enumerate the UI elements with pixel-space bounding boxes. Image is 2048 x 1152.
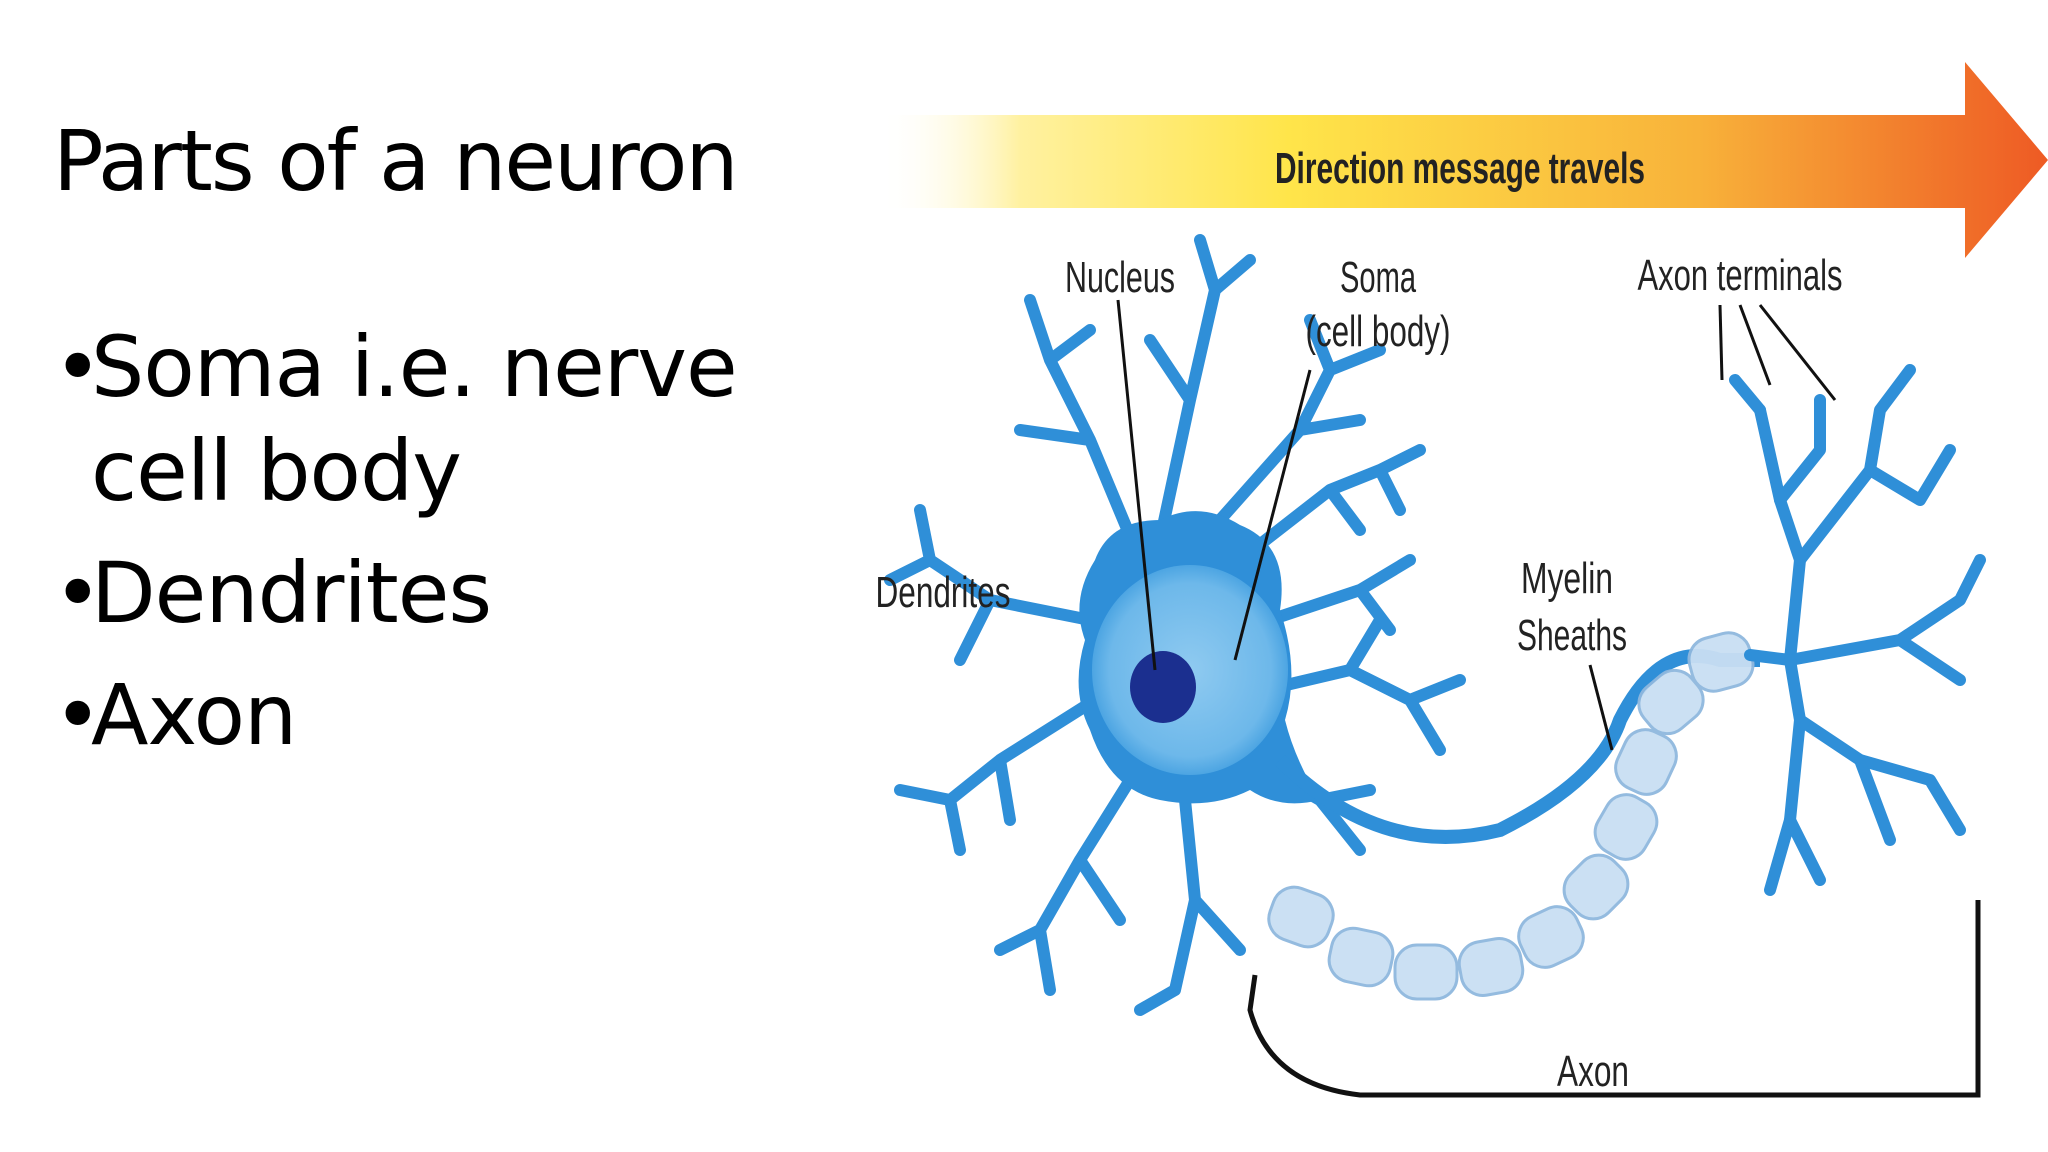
label-axon-terminals: Axon terminals — [1638, 251, 1843, 300]
direction-arrow-shape — [880, 62, 2048, 258]
axon-terminals — [1729, 364, 1986, 896]
bullet-item-axon: • Axon — [53, 663, 853, 767]
bullet-marker: • — [53, 666, 103, 764]
bullet-item-dendrites: • Dendrites — [53, 541, 853, 645]
label-soma: Soma — [1340, 253, 1416, 302]
label-sheaths: Sheaths — [1517, 611, 1627, 660]
leader-lines — [1116, 299, 1837, 751]
label-myelin: Myelin — [1521, 554, 1613, 603]
bullet-item-soma: • Soma i.e. nerve cell body — [53, 315, 853, 523]
bullet-text: Axon — [91, 666, 297, 764]
bullet-text: Dendrites — [91, 544, 492, 642]
myelin-sheaths — [1267, 631, 1755, 1001]
nucleus — [1130, 651, 1196, 723]
direction-arrow-label: Direction message travels — [1275, 144, 1645, 193]
axon-bracket — [1247, 900, 1981, 1098]
direction-arrow: Direction message travels — [880, 62, 2048, 258]
slide-title: Parts of a neuron — [53, 112, 739, 210]
bullet-marker: • — [53, 544, 103, 642]
label-soma-cell-body: (cell body) — [1306, 307, 1451, 356]
label-nucleus: Nucleus — [1065, 253, 1175, 302]
label-axon: Axon — [1557, 1047, 1629, 1096]
bullet-marker: • — [53, 318, 103, 416]
axon-core — [1275, 649, 1760, 844]
label-dendrites: Dendrites — [876, 568, 1011, 617]
dendrites — [884, 234, 1466, 1016]
neuron-diagram: Direction message travels — [860, 40, 2048, 1152]
bullet-text: Soma i.e. nerve cell body — [91, 318, 738, 520]
neuron-diagram-svg: Direction message travels — [876, 62, 2048, 1098]
bullet-list: • Soma i.e. nerve cell body • Dendrites … — [53, 315, 853, 785]
